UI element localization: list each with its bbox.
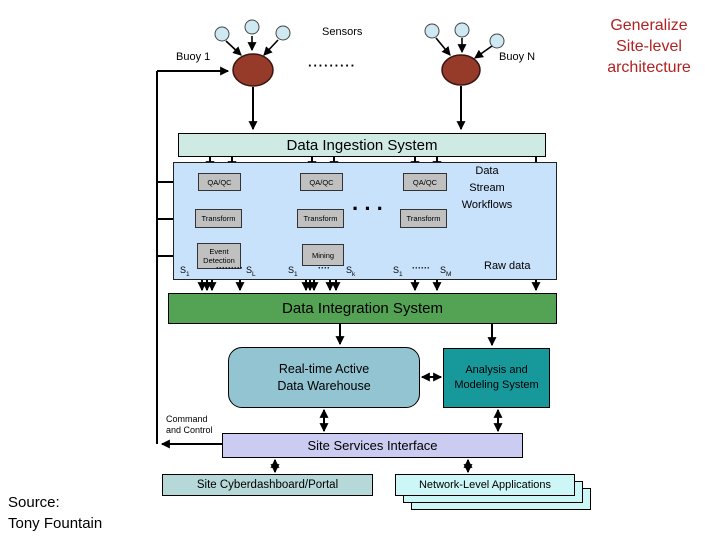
qaqc-box-1: QA/QC [198,173,241,191]
warehouse-label: Real-time Active Data Warehouse [277,361,370,395]
event-detection-line2: Detection [203,256,235,265]
stream-dots-1: ········· [216,263,243,273]
data-stream-workflows-caption: Data Stream Workflows [443,163,531,214]
s-sub: M [446,270,452,278]
source-line1: Source: [8,494,60,511]
caption-line3: Workflows [461,199,513,211]
stream-label-sk: Sk [346,265,355,278]
transform-label: Transform [406,214,441,223]
caption-line1: Data [475,165,499,177]
transform-box-1: Transform [195,209,242,228]
s-base: S [180,265,187,275]
slide-title-line: architecture [607,59,691,76]
qaqc-box-3: QA/QC [403,173,447,191]
warehouse-line1: Real-time Active [278,361,370,376]
slide-title: Generalize Site-level architecture [578,15,720,78]
data-ingestion-system-title: Data Ingestion System [286,136,438,154]
columns-ellipsis: ··· [352,196,389,221]
sensor-node-icon [275,25,291,41]
s-sub: k [352,270,356,278]
network-level-applications-box: Network-Level Applications [395,474,575,496]
buoyN-ellipse [441,54,481,86]
command-line2: and Control [166,425,213,435]
network-apps-title: Network-Level Applications [418,479,552,491]
analysis-modeling-system-box: Analysis and Modeling System [443,348,550,408]
raw-data-label: Raw data [484,260,531,272]
buoy1-ellipse [232,53,274,87]
data-ingestion-system-bar: Data Ingestion System [178,133,546,157]
sensor-node-icon [244,19,260,35]
buoyN-shape [424,22,505,131]
site-services-interface-bar: Site Services Interface [222,433,523,458]
qaqc-label: QA/QC [412,177,438,187]
mining-box: Mining [302,244,344,266]
s-base: S [393,265,400,275]
data-integration-system-title: Data Integration System [282,300,443,317]
stream-dots-2: ···· [318,263,330,273]
s-base: S [346,265,353,275]
analysis-line1: Analysis and [465,364,528,376]
qaqc-box-2: QA/QC [300,173,343,191]
s-sub: 1 [399,270,403,278]
event-detection-label: Event Detection [203,247,235,265]
command-line1: Command [166,414,208,424]
sensor-node-icon [214,26,230,42]
stream-label-sM: SM [440,265,451,278]
transform-box-3: Transform [400,209,447,228]
qaqc-label: QA/QC [207,177,232,187]
qaqc-label: QA/QC [309,177,334,187]
s-sub: L [252,270,256,278]
realtime-active-data-warehouse-box: Real-time Active Data Warehouse [228,347,420,408]
transform-label: Transform [201,214,236,223]
event-detection-box: Event Detection [197,243,241,269]
transform-label: Transform [303,214,338,223]
source-credit: Source: Tony Fountain [8,492,102,534]
s-base: S [440,265,447,275]
stream-label-sL: SL [246,265,256,278]
analysis-line2: Modeling System [454,379,539,391]
s-sub: 1 [294,270,298,278]
mining-label: Mining [311,250,335,260]
stream-dots-3: ······ [412,263,430,273]
source-line2: Tony Fountain [8,515,103,532]
buoyN-label: Buoy N [499,51,536,63]
analysis-label: Analysis and Modeling System [454,363,538,393]
data-integration-system-bar: Data Integration System [168,293,557,324]
sensor-node-icon [489,33,505,49]
stream-label-s1: S1 [393,265,403,278]
event-detection-line1: Event [209,247,229,256]
s-base: S [288,265,295,275]
sensors-label: Sensors [322,26,363,38]
site-services-interface-title: Site Services Interface [307,438,438,453]
transform-box-2: Transform [297,209,344,228]
sensor-node-icon [424,23,440,39]
s-sub: 1 [186,270,190,278]
slide-title-line: Site-level [616,38,682,55]
warehouse-line2: Data Warehouse [277,378,371,393]
cyberdashboard-title: Site Cyberdashboard/Portal [196,479,339,491]
slide-title-line: Generalize [610,17,688,34]
sensor-node-icon [454,22,470,38]
buoy-ellipsis-dots: ········· [308,58,356,73]
buoy1-label: Buoy 1 [176,51,211,63]
stream-label-s1: S1 [180,265,190,278]
stream-label-s1: S1 [288,265,298,278]
caption-line2: Stream [469,182,505,194]
buoy1-shape [214,19,291,131]
site-cyberdashboard-portal-box: Site Cyberdashboard/Portal [162,474,373,496]
command-and-control-label: Command and Control [166,414,213,436]
s-base: S [246,265,253,275]
